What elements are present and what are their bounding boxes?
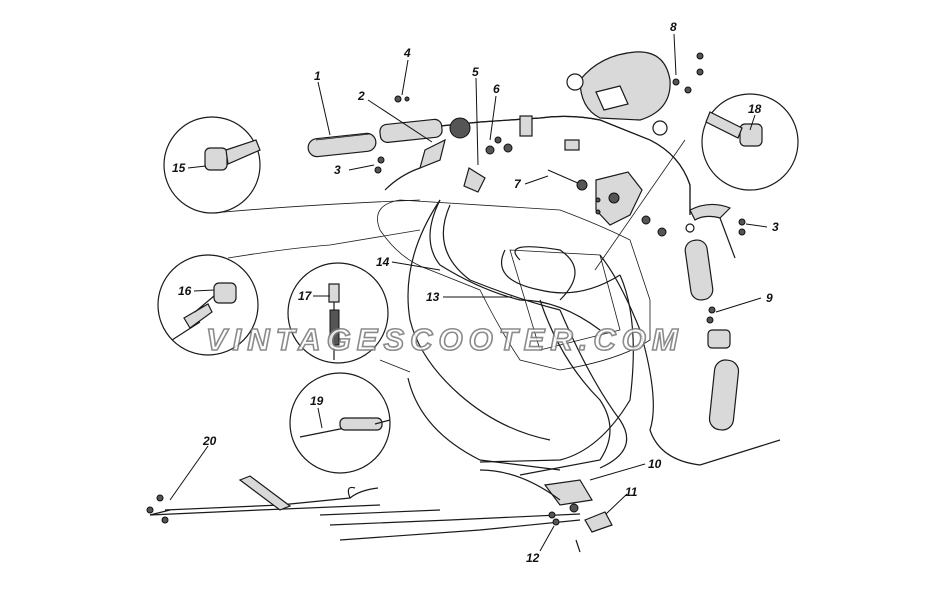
callout-7: 7 bbox=[514, 177, 522, 191]
callout-3-left: 3 bbox=[334, 163, 341, 177]
callout-4: 4 bbox=[403, 46, 411, 60]
callout-6: 6 bbox=[493, 82, 500, 96]
detail-circle-16 bbox=[157, 254, 259, 356]
part-9-clamp bbox=[706, 306, 740, 431]
right-grip bbox=[684, 239, 714, 301]
body-frame bbox=[377, 199, 651, 371]
callout-1: 1 bbox=[314, 69, 321, 83]
cable-loom bbox=[407, 199, 781, 476]
handlebar bbox=[439, 115, 691, 215]
detail-circle-15 bbox=[163, 116, 261, 214]
callout-2: 2 bbox=[357, 89, 365, 103]
callout-19: 19 bbox=[310, 394, 324, 408]
callout-10: 10 bbox=[648, 457, 662, 471]
callout-3-right: 3 bbox=[772, 220, 779, 234]
detail-circle-17 bbox=[287, 262, 389, 364]
callout-15: 15 bbox=[172, 161, 186, 175]
left-grip bbox=[307, 132, 377, 158]
callout-14: 14 bbox=[376, 255, 390, 269]
callout-17: 17 bbox=[298, 289, 313, 303]
callout-16: 16 bbox=[178, 284, 192, 298]
callout-11: 11 bbox=[625, 485, 638, 499]
callout-12: 12 bbox=[526, 551, 540, 565]
callout-leaders bbox=[169, 33, 768, 552]
callout-5: 5 bbox=[472, 65, 479, 79]
twist-grip bbox=[379, 117, 471, 191]
callout-20: 20 bbox=[202, 434, 217, 448]
callout-18: 18 bbox=[748, 102, 762, 116]
callout-labels: 1 2 3 4 5 6 7 8 3 9 10 11 12 13 14 15 16… bbox=[172, 20, 779, 565]
callout-9: 9 bbox=[766, 291, 773, 305]
parts-10-11-12 bbox=[479, 469, 613, 553]
small-hardware bbox=[374, 95, 588, 193]
headlamp-housing bbox=[566, 51, 704, 136]
detail-circle-19 bbox=[289, 372, 391, 474]
lower-cables bbox=[146, 475, 581, 541]
callout-8: 8 bbox=[670, 20, 677, 34]
lever-assembly bbox=[595, 171, 695, 237]
right-lever bbox=[689, 203, 746, 259]
detail-circle-18 bbox=[701, 93, 799, 191]
callout-13: 13 bbox=[426, 290, 440, 304]
watermark: VINTAGESCOOTER.COM bbox=[206, 322, 684, 357]
